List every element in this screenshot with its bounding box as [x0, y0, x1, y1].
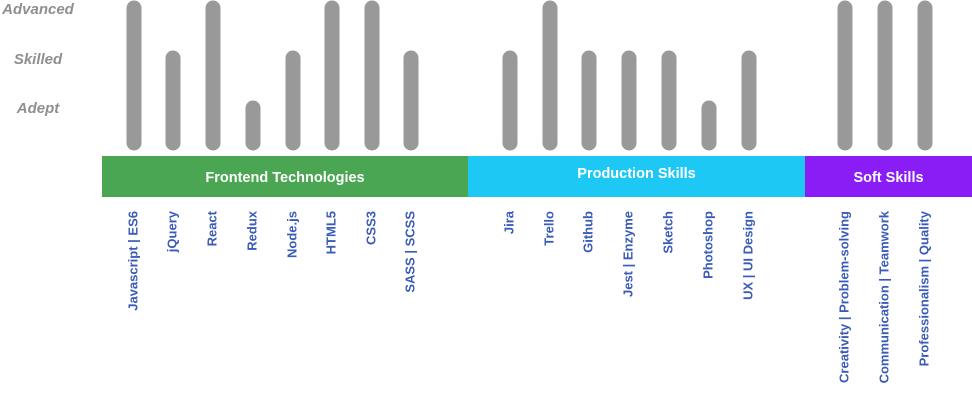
skill-label-react: React	[204, 210, 219, 246]
skill-label-creativity-problem-solving: Creativity | Problem-solving	[836, 211, 851, 383]
skill-label-jira: Jira	[501, 210, 516, 234]
level-label-adept: Adept	[16, 100, 61, 117]
skill-label-jest-enzyme: Jest | Enzyme	[620, 211, 635, 297]
skill-label-trello: Trello	[541, 211, 556, 246]
skill-label-redux: Redux	[244, 210, 259, 251]
level-label-advanced: Advanced	[1, 1, 75, 18]
skill-label-photoshop: Photoshop	[700, 211, 715, 279]
group-label-soft-skills: Soft Skills	[853, 170, 923, 186]
skill-label-ux-ui-design: UX | UI Design	[740, 211, 755, 300]
skill-label-css3: CSS3	[363, 211, 378, 245]
group-band-production-skills	[468, 156, 805, 197]
skill-label-jquery: jQuery	[164, 210, 179, 253]
skill-label-sass-scss: SASS | SCSS	[402, 211, 417, 293]
skill-label-node-js: Node.js	[284, 211, 299, 258]
skill-label-javascript-es6: Javascript | ES6	[125, 211, 140, 311]
skill-label-html5: HTML5	[323, 211, 338, 254]
skill-label-professionalism-quality: Professionalism | Quality	[916, 210, 931, 366]
group-band-soft-skills	[805, 156, 972, 197]
group-label-frontend-technologies: Frontend Technologies	[205, 170, 364, 186]
level-label-skilled: Skilled	[14, 51, 63, 68]
skill-label-github: Github	[580, 211, 595, 253]
group-label-production-skills: Production Skills	[577, 166, 695, 182]
skill-label-sketch: Sketch	[660, 211, 675, 254]
group-band-frontend-technologies	[102, 156, 468, 197]
skill-label-communication-teamwork: Communication | Teamwork	[876, 210, 891, 383]
